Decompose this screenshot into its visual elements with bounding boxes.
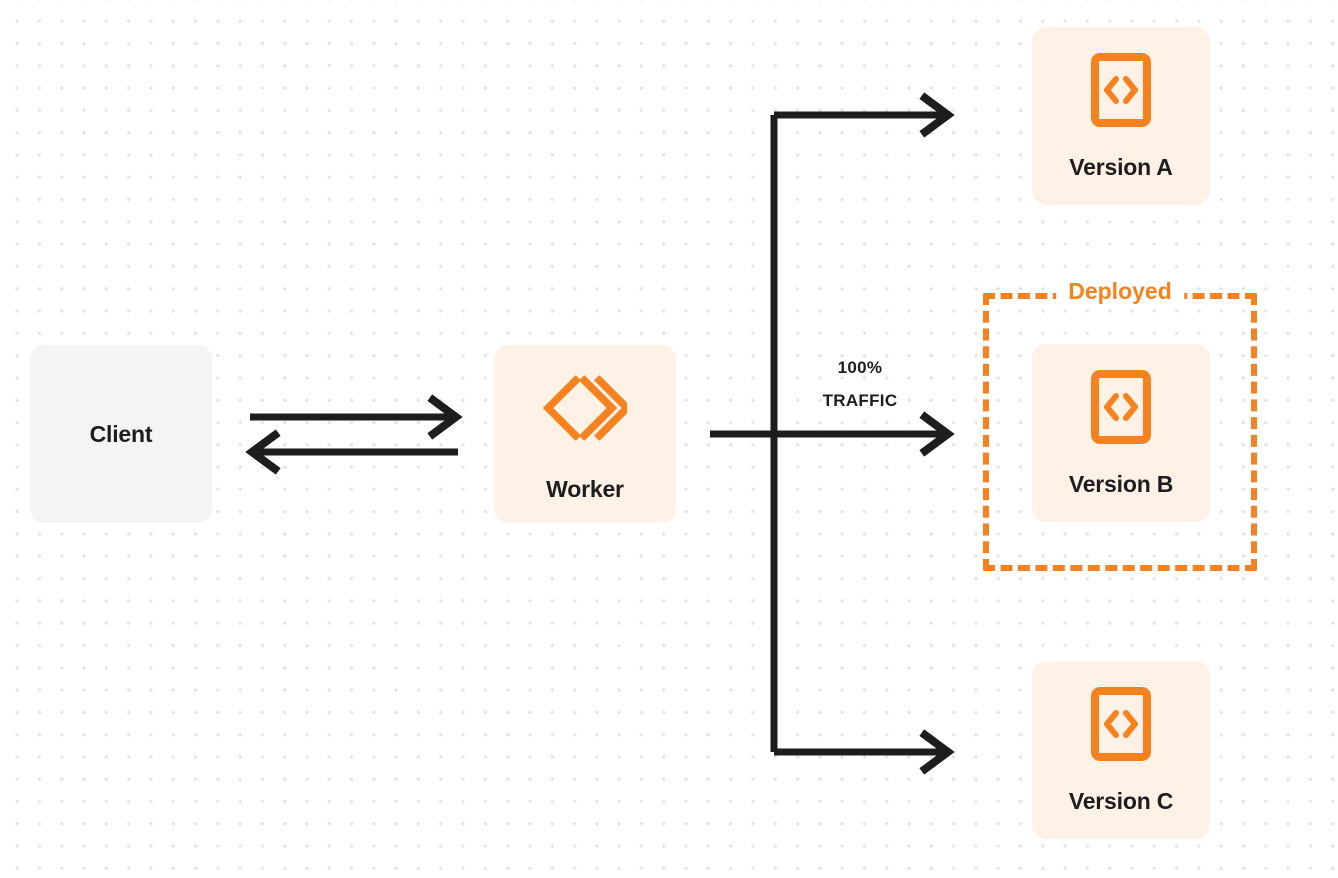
worker-label: Worker <box>546 475 624 502</box>
edge-branch-to-version-a <box>774 92 955 138</box>
code-document-icon <box>1090 52 1152 128</box>
edge-client-to-worker <box>250 394 463 440</box>
code-document-icon <box>1090 369 1152 445</box>
edge-worker-to-client <box>245 429 458 475</box>
node-version-a[interactable]: Version A <box>1032 27 1210 205</box>
node-worker[interactable]: Worker <box>494 345 676 523</box>
node-version-b[interactable]: Version B <box>1032 344 1210 522</box>
edge-worker-to-version-b <box>710 411 955 457</box>
group-deployed: Deployed <box>983 276 1257 571</box>
cloudflare-workers-logo-icon <box>543 366 627 450</box>
node-version-c[interactable]: Version C <box>1032 661 1210 839</box>
version-a-label: Version A <box>1069 153 1173 180</box>
version-b-label: Version B <box>1068 470 1174 497</box>
client-label: Client <box>89 420 153 447</box>
code-document-icon <box>1090 686 1152 762</box>
deployed-label: Deployed <box>1056 276 1184 306</box>
version-c-label: Version C <box>1068 787 1174 814</box>
edge-branch-to-version-c <box>774 729 955 775</box>
traffic-word: TRAFFIC <box>822 391 898 410</box>
node-client[interactable]: Client <box>30 345 212 523</box>
traffic-percent-value: 100% <box>837 358 883 377</box>
traffic-percentage-label: 100% TRAFFIC <box>790 351 930 417</box>
